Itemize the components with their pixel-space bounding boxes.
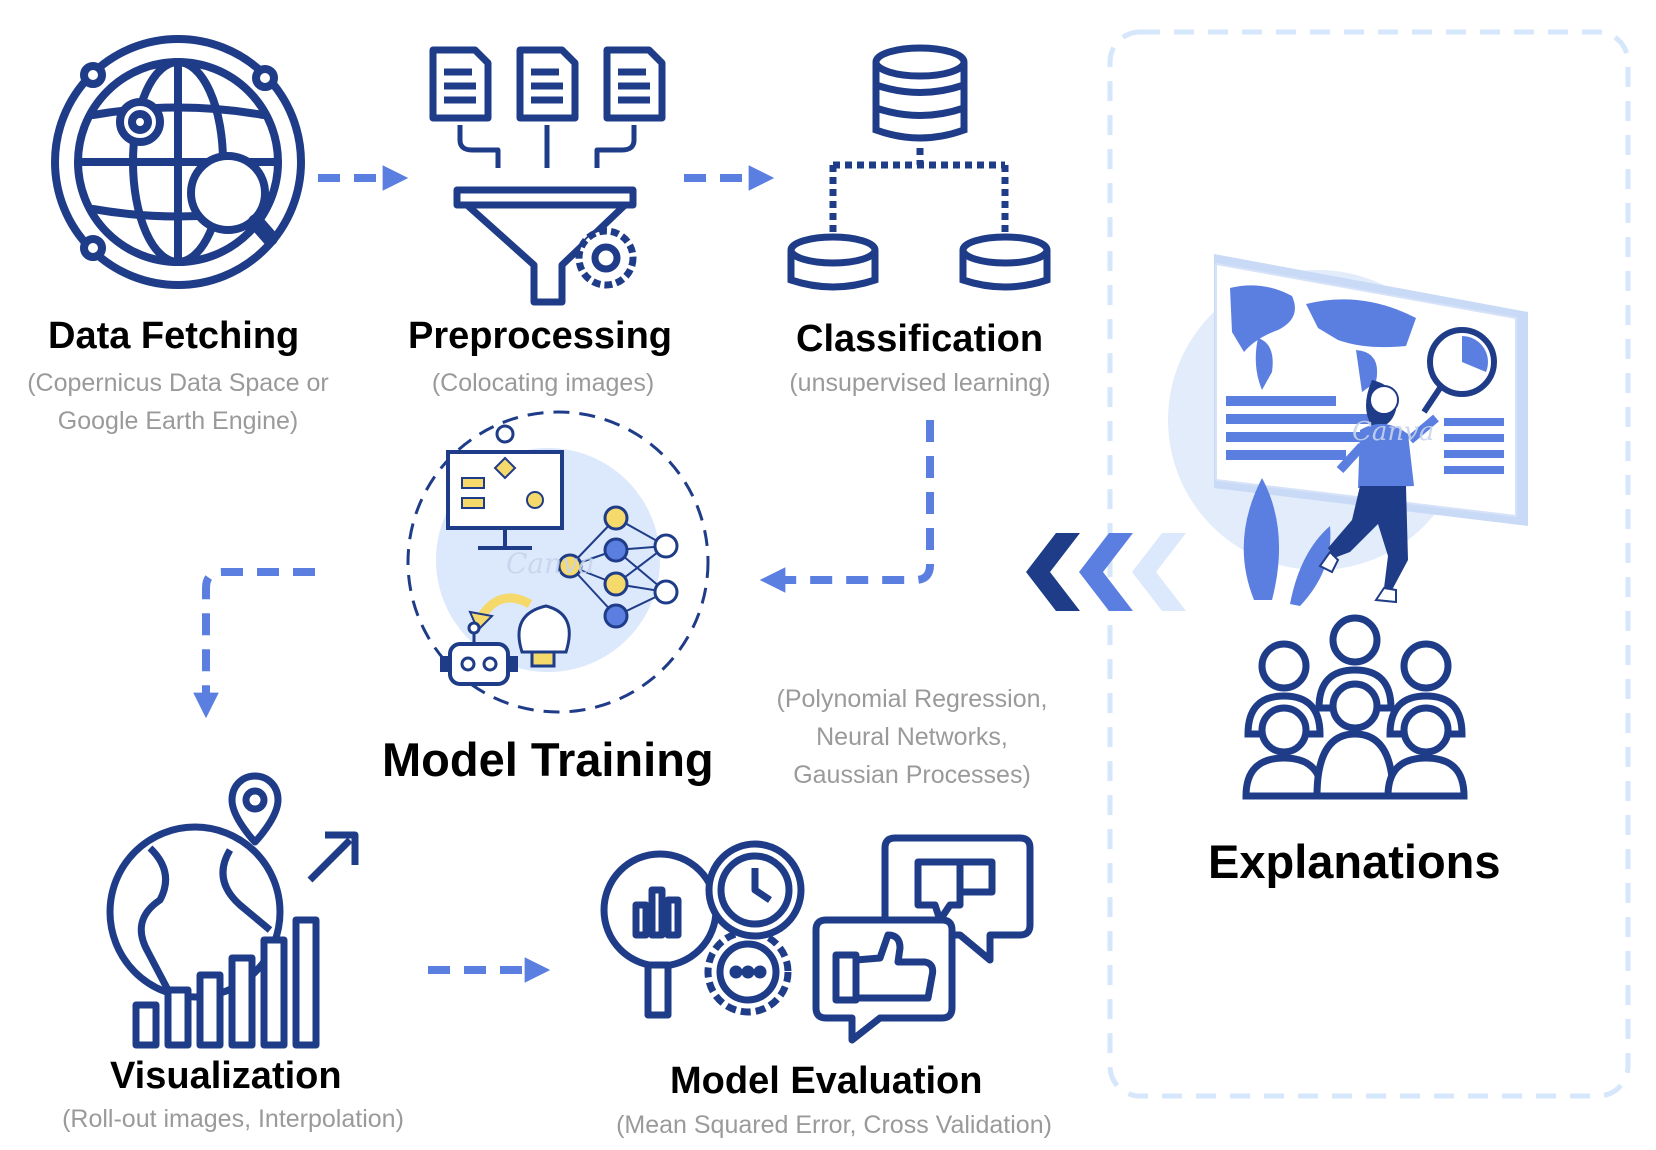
audience-group-icon bbox=[1242, 614, 1468, 800]
evaluation-feedback-icon bbox=[600, 834, 1034, 1044]
model-training-subtitle-line1: (Polynomial Regression, bbox=[776, 685, 1048, 713]
flow-arrow-classify-to-training bbox=[759, 420, 934, 593]
data-fetching-subtitle-line2: Google Earth Engine) bbox=[57, 407, 299, 435]
visualization-title: Visualization bbox=[110, 1055, 342, 1097]
model-training-subtitle-line2: Neural Networks, bbox=[816, 723, 1008, 751]
preprocessing-subtitle: (Colocating images) bbox=[431, 369, 655, 397]
model-training-title: Model Training bbox=[382, 733, 714, 786]
classification-subtitle: (unsupervised learning) bbox=[789, 369, 1051, 397]
chevron-arrows-icon bbox=[1026, 533, 1186, 611]
model-training-subtitle-line3: Gaussian Processes) bbox=[793, 761, 1031, 789]
data-fetching-subtitle-line1: (Copernicus Data Space or bbox=[27, 369, 329, 397]
ai-training-illustration-icon bbox=[406, 410, 710, 714]
visualization-subtitle: (Roll-out images, Interpolation) bbox=[62, 1105, 404, 1133]
explanations-frame bbox=[1107, 29, 1631, 1099]
classification-title: Classification bbox=[796, 318, 1044, 360]
database-hierarchy-icon bbox=[787, 44, 1051, 291]
documents-funnel-gear-icon bbox=[429, 46, 666, 306]
model-evaluation-subtitle: (Mean Squared Error, Cross Validation) bbox=[616, 1111, 1052, 1139]
data-fetching-title: Data Fetching bbox=[48, 315, 300, 357]
globe-pin-growth-chart-icon bbox=[106, 772, 359, 1049]
woman-presenting-world-map-illustration: Canva bbox=[1168, 254, 1528, 606]
model-evaluation-title: Model Evaluation bbox=[670, 1060, 983, 1102]
illustration-watermark: Canva bbox=[1352, 417, 1434, 447]
flow-arrow-training-to-visualization bbox=[193, 568, 315, 719]
training-watermark: Canva bbox=[506, 547, 595, 580]
preprocessing-title: Preprocessing bbox=[408, 315, 672, 357]
explanations-title: Explanations bbox=[1208, 835, 1501, 888]
globe-search-gear-icon bbox=[51, 35, 305, 289]
